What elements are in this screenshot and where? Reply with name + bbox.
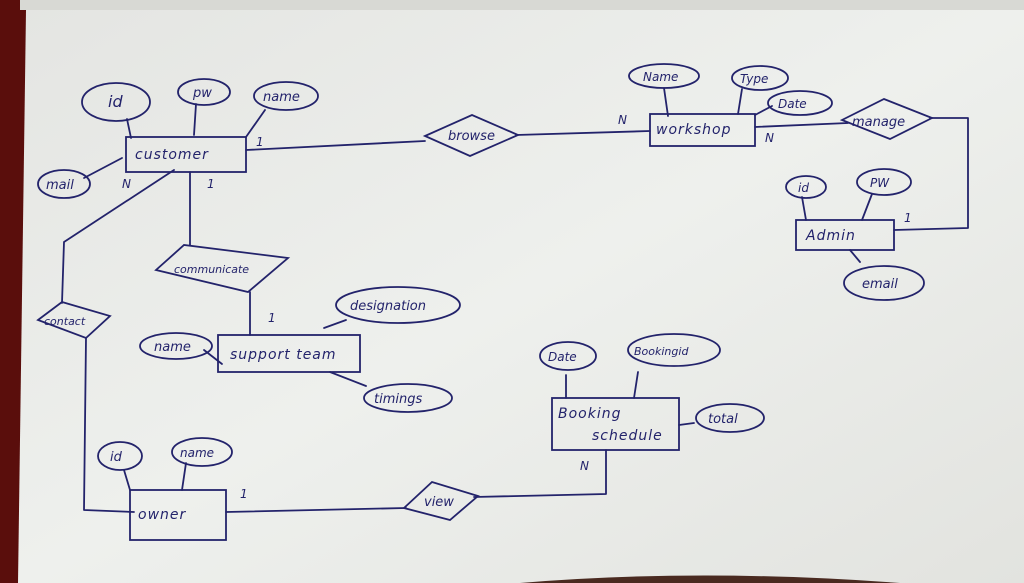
paper-sheet [18, 6, 1024, 583]
entity-workshop-box [649, 113, 756, 147]
attr-admin-id-ellipse [785, 175, 827, 199]
attr-booking-total-label: total [708, 412, 738, 427]
entity-booking-label-line2: schedule [592, 428, 663, 444]
attr-customer-id-label: id [108, 92, 123, 111]
rel-browse-label: browse [448, 129, 495, 144]
attr-booking-date-label: Date [548, 350, 577, 364]
attr-admin-email-ellipse [843, 265, 925, 301]
attr-admin-email-label: email [862, 277, 898, 292]
rel-manage-label: manage [852, 115, 905, 130]
attr-support-name-ellipse [139, 332, 213, 360]
card-support-communicate: 1 [268, 311, 276, 325]
attr-support-timings-label: timings [374, 392, 422, 407]
attr-workshop-type-label: Type [740, 72, 768, 86]
card-customer-communicate: 1 [207, 177, 215, 191]
entity-owner-box [129, 489, 227, 541]
attr-customer-mail-ellipse [37, 169, 91, 199]
attr-support-designation-ellipse [335, 286, 461, 324]
relationship-view-diamond [402, 480, 480, 521]
attr-support-designation-label: designation [350, 299, 426, 314]
entity-owner-label: owner [138, 507, 187, 523]
attr-customer-pw-ellipse [177, 78, 231, 106]
card-admin-manage: 1 [904, 211, 912, 225]
attr-customer-id-ellipse [81, 82, 151, 122]
attr-support-timings-ellipse [363, 383, 453, 413]
entity-customer-box [125, 136, 247, 173]
card-booking-view: N [580, 459, 589, 473]
card-workshop-manage: N [765, 131, 774, 145]
card-workshop-browse: N [618, 113, 627, 127]
attr-admin-pw-label: PW [870, 176, 890, 190]
attr-workshop-type-ellipse [731, 65, 789, 91]
bottom-shadow [520, 575, 900, 583]
card-customer-contact: N [122, 177, 131, 191]
attr-customer-pw-label: pw [192, 86, 212, 101]
relationship-contact-diamond [36, 301, 112, 340]
entity-admin-label: Admin [805, 228, 856, 244]
attr-workshop-date-label: Date [778, 97, 807, 111]
entity-customer-label: customer [135, 147, 209, 163]
attr-owner-id-ellipse [97, 441, 143, 471]
card-owner-view: 1 [240, 487, 248, 501]
attr-owner-name-label: name [180, 446, 214, 460]
rel-view-label: view [424, 495, 454, 510]
entity-booking-schedule-box [551, 397, 680, 451]
relationship-communicate-diamond [154, 244, 291, 293]
attr-booking-date-ellipse [539, 341, 597, 371]
card-customer-browse: 1 [256, 135, 264, 149]
attr-owner-id-label: id [110, 450, 123, 465]
attr-booking-id-ellipse [627, 333, 721, 367]
attr-support-name-label: name [154, 340, 191, 355]
attr-booking-total-ellipse [695, 403, 765, 433]
entity-support-team-label: support team [230, 347, 337, 363]
attr-admin-id-label: id [798, 181, 809, 195]
connector-lines [61, 87, 969, 513]
entity-workshop-label: workshop [656, 122, 732, 138]
attr-workshop-name-label: Name [643, 70, 678, 84]
rel-contact-label: contact [44, 315, 86, 328]
entity-admin-box [795, 219, 895, 251]
attr-booking-id-label: Bookingid [634, 345, 689, 358]
attr-workshop-date-ellipse [767, 90, 833, 116]
rel-communicate-label: communicate [174, 263, 249, 276]
entity-booking-label-line1: Booking [558, 406, 622, 422]
attr-admin-pw-ellipse [856, 168, 912, 196]
attr-customer-mail-label: mail [46, 178, 74, 193]
attr-customer-name-ellipse [253, 81, 319, 111]
relationship-browse-diamond [422, 114, 521, 157]
entity-support-team-box [217, 334, 361, 373]
attr-customer-name-label: name [263, 90, 300, 105]
relationship-manage-diamond [839, 98, 935, 140]
top-page-edge [20, 0, 1024, 10]
attr-owner-name-ellipse [171, 437, 233, 467]
attr-workshop-name-ellipse [628, 63, 700, 89]
